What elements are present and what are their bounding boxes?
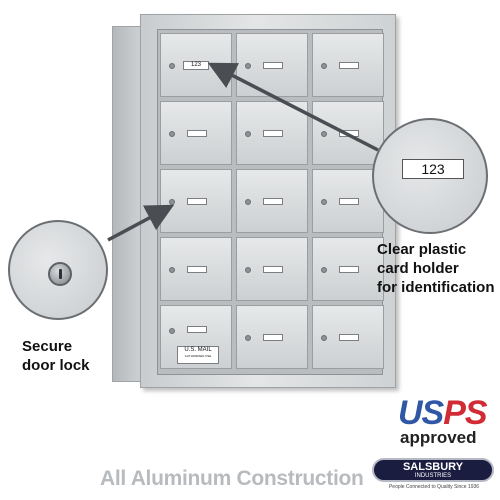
usps-logo: USPS [398, 394, 488, 432]
mailbox-door[interactable] [236, 169, 308, 233]
door-lock-icon [321, 63, 327, 69]
footer-caption: All Aluminum Construction [100, 467, 364, 490]
mailbox-door[interactable] [312, 101, 384, 165]
lock-caption: Secure door lock [22, 338, 90, 374]
mailbox-door[interactable] [236, 237, 308, 301]
card-holder [339, 198, 359, 205]
callout-card-label: 123 [402, 159, 464, 179]
card-holder [263, 198, 283, 205]
lock-callout [8, 220, 108, 320]
card-holder-caption: Clear plastic card holder for identifica… [377, 241, 495, 296]
usps-approved: approved [400, 428, 477, 447]
mailbox-door[interactable] [160, 101, 232, 165]
card-holder [187, 326, 207, 333]
mailbox-door[interactable] [312, 305, 384, 369]
card-holder [187, 198, 207, 205]
mailbox-door[interactable] [160, 237, 232, 301]
door-lock-icon [321, 335, 327, 341]
door-lock-icon [321, 131, 327, 137]
lock-icon [48, 262, 72, 286]
us-mail-plate-title: U.S. MAIL [184, 347, 212, 353]
us-mail-plate-note: AUTHORIZED USE [184, 354, 212, 358]
card-holder [339, 266, 359, 273]
door-lock-icon [321, 267, 327, 273]
door-lock-icon [245, 267, 251, 273]
brand-tagline: People Connected to Quality Since 1936 [388, 484, 480, 490]
card-holder [339, 62, 359, 69]
card-holder [263, 130, 283, 137]
door-lock-icon [169, 328, 175, 334]
door-lock-icon [321, 199, 327, 205]
card-holder [263, 266, 283, 273]
mailbox-door[interactable] [236, 33, 308, 97]
card-holder [263, 334, 283, 341]
mailbox-door[interactable] [236, 305, 308, 369]
mailbox-door[interactable] [236, 101, 308, 165]
door-lock-icon [245, 131, 251, 137]
door-lock-icon [169, 267, 175, 273]
door-lock-icon [169, 131, 175, 137]
card-holder [263, 62, 283, 69]
card-holder [339, 334, 359, 341]
mailbox-door[interactable] [312, 33, 384, 97]
mailbox-door[interactable] [312, 237, 384, 301]
door-lock-icon [245, 63, 251, 69]
card-holder [187, 130, 207, 137]
brand-logo: SALSBURY INDUSTRIES [372, 458, 494, 482]
door-lock-icon [169, 63, 175, 69]
cabinet-side [112, 26, 144, 382]
lock-arrow [107, 204, 175, 242]
door-lock-icon [169, 199, 175, 205]
card-holder [187, 266, 207, 273]
door-lock-icon [245, 199, 251, 205]
door-lock-icon [245, 335, 251, 341]
card-holder-callout: 123 [372, 118, 488, 234]
card-holder-arrow [207, 62, 379, 152]
